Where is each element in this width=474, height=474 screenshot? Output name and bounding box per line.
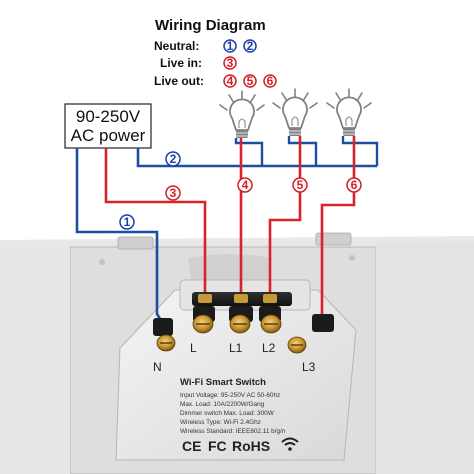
- terminal-l3-label: L3: [302, 360, 316, 374]
- svg-text:1: 1: [227, 39, 234, 53]
- svg-text:2: 2: [170, 152, 177, 166]
- wire-badge-6: 6: [346, 177, 362, 193]
- bulb-2-neutral-wire: [287, 136, 318, 166]
- power-source-box: 90-250V AC power: [64, 103, 152, 149]
- rohs-mark: RoHS: [232, 438, 270, 454]
- wire-live-out-6: [320, 136, 356, 314]
- legend-live-out-4: 4: [223, 74, 237, 88]
- neutral-label: Neutral:: [154, 39, 199, 53]
- svg-text:6: 6: [351, 178, 358, 192]
- terminal-n-label: N: [153, 360, 162, 374]
- spec-wireless-type: Wireless Type: Wi-Fi 2.4Ghz: [180, 419, 261, 426]
- wire-badge-5: 5: [292, 177, 308, 193]
- terminal-l: L: [190, 306, 215, 355]
- terminal-l1-label: L1: [229, 341, 243, 355]
- legend-neutral-2: 2: [243, 39, 257, 53]
- svg-text:1: 1: [124, 215, 131, 229]
- svg-text:3: 3: [170, 186, 177, 200]
- diagram-title: Wiring Diagram: [155, 17, 266, 34]
- wire-badge-3: 3: [165, 185, 181, 201]
- bulb-3-neutral-wire: [341, 136, 379, 166]
- device-title: Wi-Fi Smart Switch: [180, 377, 266, 388]
- legend-live-in-3: 3: [223, 56, 237, 70]
- spec-dimmer-load: Dimmer switch Max. Load: 300W: [180, 410, 275, 417]
- power-ac-label: AC power: [71, 126, 146, 145]
- wire-badge-4: 4: [237, 177, 253, 193]
- ce-mark: CE: [182, 438, 201, 454]
- live-out-label: Live out:: [154, 74, 204, 88]
- svg-text:5: 5: [297, 178, 304, 192]
- legend-live-out-5: 5: [243, 74, 257, 88]
- svg-text:3: 3: [227, 56, 234, 70]
- legend-neutral-1: 1: [223, 39, 237, 53]
- terminal-n: N: [153, 318, 176, 374]
- terminal-l3: L3: [287, 314, 334, 374]
- svg-text:4: 4: [242, 178, 249, 192]
- wire-neutral-1: [75, 148, 164, 323]
- spec-max-load: Max. Load: 10A/2200W/Gang: [180, 401, 265, 408]
- wire-live-in-3: [104, 148, 207, 300]
- wire-badge-1: 1: [119, 214, 135, 230]
- svg-text:4: 4: [227, 74, 234, 88]
- bulb-2-icon: [272, 88, 318, 136]
- spec-input-voltage: Input Voltage: 95-250V AC 50-60hz: [180, 392, 280, 399]
- terminal-l2-label: L2: [262, 341, 276, 355]
- wire-badge-2: 2: [165, 151, 181, 167]
- spec-wireless-standard: Wireless Standard: IEEE802.11 b/g/n: [180, 428, 286, 435]
- svg-text:2: 2: [247, 39, 254, 53]
- power-voltage-label: 90-250V: [76, 107, 141, 126]
- terminal-block-top: [192, 292, 292, 306]
- terminal-l2: L2: [259, 306, 282, 355]
- legend: Wiring Diagram Neutral: 1 2 Live in: 3 L…: [154, 17, 277, 88]
- wifi-icon: [281, 437, 299, 451]
- svg-text:6: 6: [267, 74, 274, 88]
- fc-mark: FC: [208, 438, 227, 454]
- bulb-1-icon: [219, 90, 265, 138]
- terminal-l-label: L: [190, 341, 197, 355]
- terminal-l1: L1: [229, 306, 253, 355]
- wire-neutral-2: [136, 148, 377, 168]
- svg-text:5: 5: [247, 74, 254, 88]
- bulb-3-icon: [326, 88, 372, 136]
- bulb-1-neutral-wire: [234, 138, 264, 166]
- live-in-label: Live in:: [160, 56, 202, 70]
- legend-live-out-6: 6: [263, 74, 277, 88]
